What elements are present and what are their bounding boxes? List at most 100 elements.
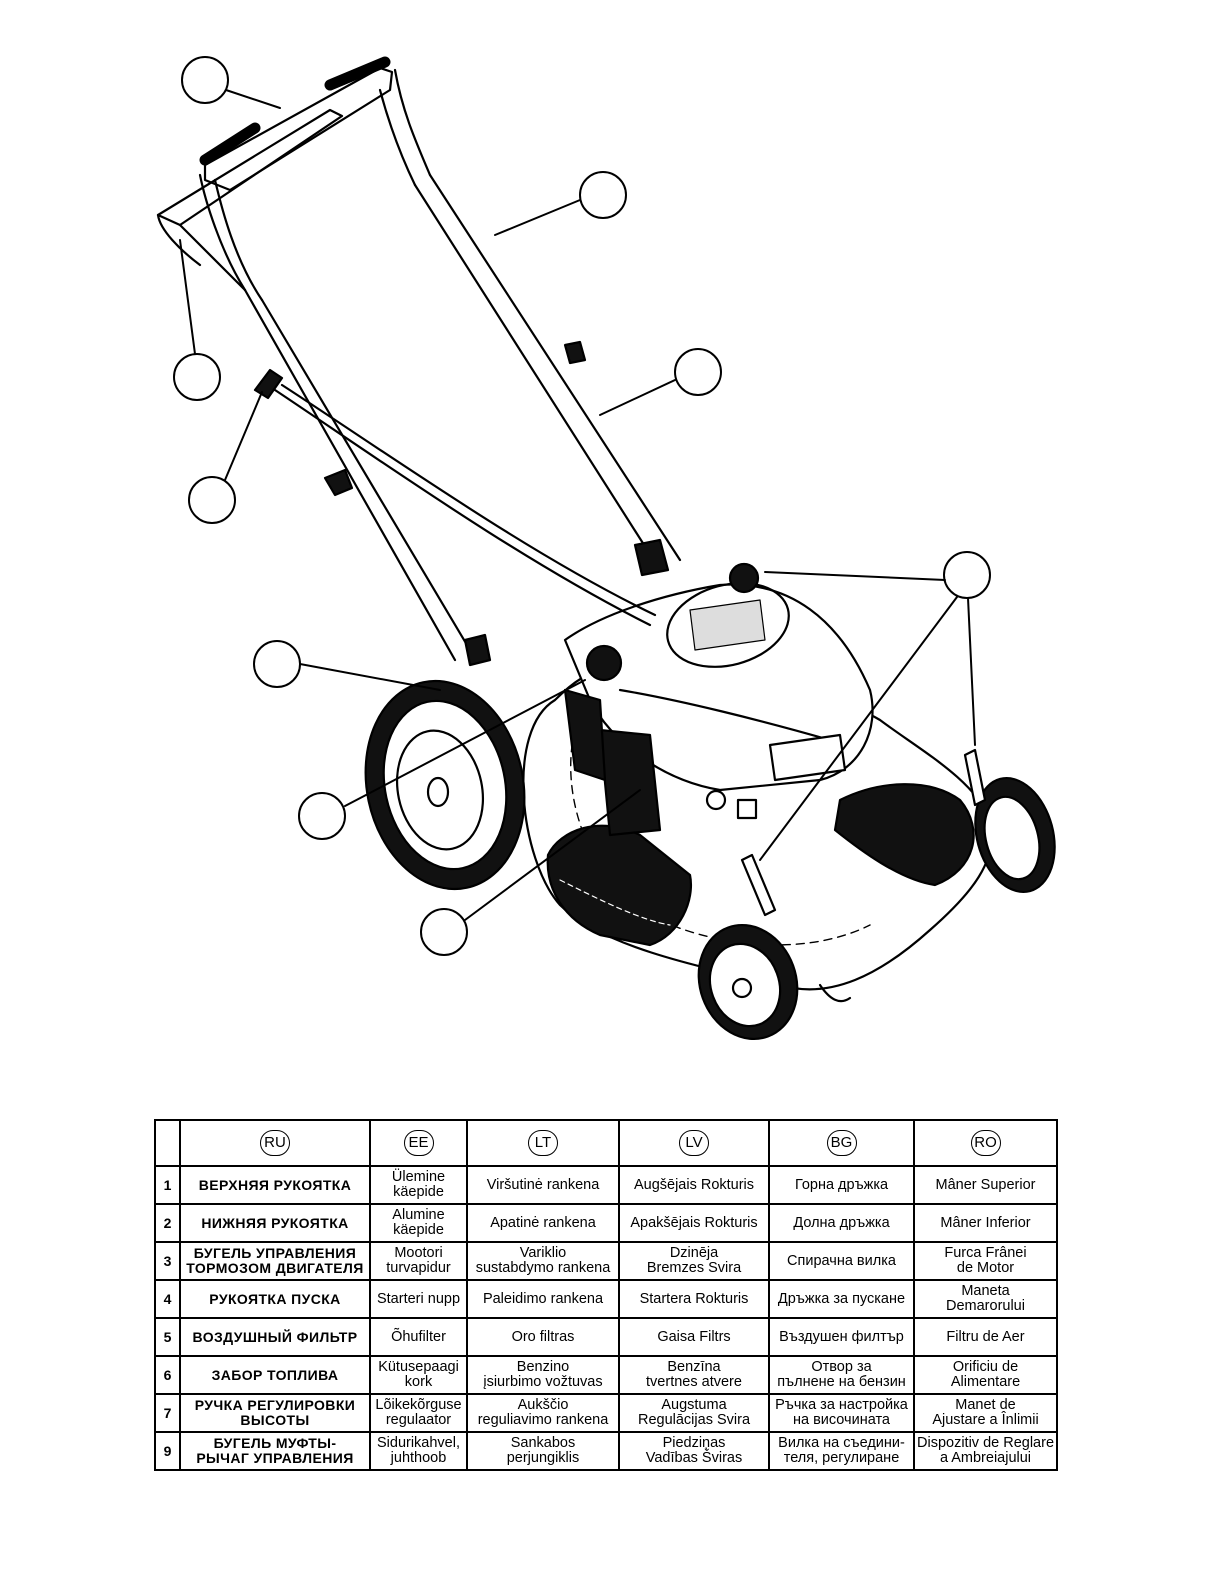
part-name-russian: БУГЕЛЬ МУФТЫ- РЫЧАГ УПРАВЛЕНИЯ: [179, 1431, 371, 1471]
part-name-romanian: Mâner Superior: [913, 1165, 1058, 1205]
part-name-text: Aukščio reguliavimo rankena: [477, 1397, 609, 1428]
part-name-text: Õhufilter: [391, 1328, 446, 1345]
table-row: 5 ВОЗДУШНЫЙ ФИЛЬТР Õhufilter Oro filtras Gai…: [154, 1317, 1058, 1357]
language-header: BG: [768, 1119, 915, 1167]
part-name-text: Oro filtras: [511, 1328, 575, 1345]
callout-markers: [173, 56, 991, 956]
rear-wheel: [364, 679, 526, 891]
side-discharge-plug: [833, 783, 975, 887]
part-name-estonian: Lõikekõrguse regulaator: [369, 1393, 468, 1433]
part-name-bulgarian: Вилка на съедини- теля, регулиране: [768, 1431, 915, 1471]
part-name-text: Sankabos perjungiklis: [506, 1435, 580, 1466]
part-name-russian: РУКОЯТКА ПУСКА: [179, 1279, 371, 1319]
part-name-bulgarian: Въздушен филтър: [768, 1317, 915, 1357]
part-name-romanian: Maneta Demarorului: [913, 1279, 1058, 1319]
part-name-text: Apakšējais Rokturis: [630, 1214, 758, 1231]
language-header-row: RU EE LT LV BG RO: [154, 1119, 1058, 1167]
part-name-text: Paleidimo rankena: [482, 1290, 604, 1307]
rear-discharge-chute: [546, 824, 693, 947]
part-name-text: Startera Rokturis: [639, 1290, 749, 1307]
part-name-text: Спирачна вилка: [787, 1252, 896, 1269]
front-wheel-left: [697, 923, 799, 1041]
language-code-badge: RU: [260, 1130, 290, 1156]
part-name-text: Вилка на съедини- теля, регулиране: [778, 1435, 905, 1466]
language-code-badge: BG: [826, 1130, 857, 1156]
part-name-lithuanian: Benzino įsiurbimo vožtuvas: [466, 1355, 620, 1395]
part-name-latvian: Augstuma Regulācijas Svira: [618, 1393, 770, 1433]
part-number: 2: [154, 1203, 181, 1243]
part-name-estonian: Sidurikahvel, juhthoob: [369, 1431, 468, 1471]
part-name-lithuanian: Sankabos perjungiklis: [466, 1431, 620, 1471]
part-name-text: Apatinė rankena: [490, 1214, 596, 1231]
part-number: 9: [154, 1431, 181, 1471]
part-name-estonian: Starteri nupp: [369, 1279, 468, 1319]
part-name-text: Alumine käepide: [392, 1207, 445, 1238]
part-name-latvian: Apakšējais Rokturis: [618, 1203, 770, 1243]
part-name-russian: ВЕРХНЯЯ РУКОЯТКА: [179, 1165, 371, 1205]
part-name-text: Mâner Superior: [935, 1176, 1036, 1193]
part-name-text: ВОЗДУШНЫЙ ФИЛЬТР: [192, 1328, 358, 1345]
language-code-badge: RO: [970, 1130, 1001, 1156]
part-name-text: Kütusepaagi kork: [378, 1359, 459, 1390]
part-name-text: Benzīna tvertnes atvere: [646, 1359, 742, 1390]
part-name-lithuanian: Paleidimo rankena: [466, 1279, 620, 1319]
part-name-latvian: Augšējais Rokturis: [618, 1165, 770, 1205]
part-name-estonian: Alumine käepide: [369, 1203, 468, 1243]
part-name-latvian: Gaisa Filtrs: [618, 1317, 770, 1357]
part-name-estonian: Mootori turvapidur: [369, 1241, 468, 1281]
height-lever-front: [740, 853, 777, 917]
part-name-latvian: Startera Rokturis: [618, 1279, 770, 1319]
part-name-bulgarian: Ръчка за настройка на височината: [768, 1393, 915, 1433]
part-name-text: Ръчка за настройка на височината: [775, 1397, 908, 1428]
part-name-text: Dispozitiv de Reglare a Ambreiajului: [917, 1435, 1055, 1466]
lawn-mower-illustration: [156, 56, 1056, 1041]
part-name-text: Filtru de Aer: [946, 1328, 1025, 1345]
table-row: 2 НИЖНЯЯ РУКОЯТКА Alumine käepide Apatinė r…: [154, 1203, 1058, 1243]
part-name-text: Sidurikahvel, juhthoob: [376, 1435, 460, 1466]
part-name-russian: БУГЕЛЬ УПРАВЛЕНИЯ ТОРМОЗОМ ДВИГАТЕЛЯ: [179, 1241, 371, 1281]
part-name-lithuanian: Oro filtras: [466, 1317, 620, 1357]
part-name-text: БУГЕЛЬ МУФТЫ- РЫЧАГ УПРАВЛЕНИЯ: [196, 1435, 354, 1466]
part-name-lithuanian: Aukščio reguliavimo rankena: [466, 1393, 620, 1433]
part-name-text: Maneta Demarorului: [946, 1283, 1025, 1314]
header-blank-cell: [154, 1119, 181, 1167]
part-name-text: БУГЕЛЬ УПРАВЛЕНИЯ ТОРМОЗОМ ДВИГАТЕЛЯ: [186, 1245, 364, 1276]
part-name-text: Augšējais Rokturis: [633, 1176, 755, 1193]
part-name-lithuanian: Apatinė rankena: [466, 1203, 620, 1243]
part-name-text: Furca Frânei de Motor: [944, 1245, 1027, 1276]
part-name-text: Долна дръжка: [793, 1214, 890, 1231]
front-wheel-right: [974, 777, 1056, 893]
language-header: EE: [369, 1119, 468, 1167]
language-code-badge: LT: [528, 1130, 558, 1156]
language-header: RO: [913, 1119, 1058, 1167]
part-name-latvian: Dzinēja Bremzes Svira: [618, 1241, 770, 1281]
part-name-bulgarian: Горна дръжка: [768, 1165, 915, 1205]
part-name-latvian: Piedziņas Vadības Šviras: [618, 1431, 770, 1471]
part-name-bulgarian: Долна дръжка: [768, 1203, 915, 1243]
part-name-estonian: Kütusepaagi kork: [369, 1355, 468, 1395]
part-name-text: Въздушен филтър: [779, 1328, 904, 1345]
part-name-lithuanian: Viršutinė rankena: [466, 1165, 620, 1205]
part-name-text: НИЖНЯЯ РУКОЯТКА: [201, 1214, 349, 1231]
part-name-russian: НИЖНЯЯ РУКОЯТКА: [179, 1203, 371, 1243]
part-name-text: Variklio sustabdymo rankena: [475, 1245, 611, 1276]
part-name-lithuanian: Variklio sustabdymo rankena: [466, 1241, 620, 1281]
part-number: 5: [154, 1317, 181, 1357]
part-name-text: Отвор за пълнене на бензин: [777, 1359, 906, 1390]
part-name-bulgarian: Отвор за пълнене на бензин: [768, 1355, 915, 1395]
part-name-romanian: Mâner Inferior: [913, 1203, 1058, 1243]
part-name-romanian: Furca Frânei de Motor: [913, 1241, 1058, 1281]
part-name-text: Mootori turvapidur: [386, 1245, 451, 1276]
part-name-text: ЗАБОР ТОПЛИВА: [211, 1366, 339, 1383]
part-name-text: Ülemine käepide: [391, 1169, 446, 1200]
part-name-text: Дръжка за пускане: [777, 1290, 906, 1307]
language-code-badge: EE: [403, 1130, 434, 1156]
part-name-text: РУЧКА РЕГУЛИРОВКИ ВЫСОТЫ: [194, 1397, 356, 1428]
part-name-estonian: Ülemine käepide: [369, 1165, 468, 1205]
part-name-romanian: Dispozitiv de Reglare a Ambreiajului: [913, 1431, 1058, 1471]
part-name-romanian: Filtru de Aer: [913, 1317, 1058, 1357]
part-name-bulgarian: Дръжка за пускане: [768, 1279, 915, 1319]
